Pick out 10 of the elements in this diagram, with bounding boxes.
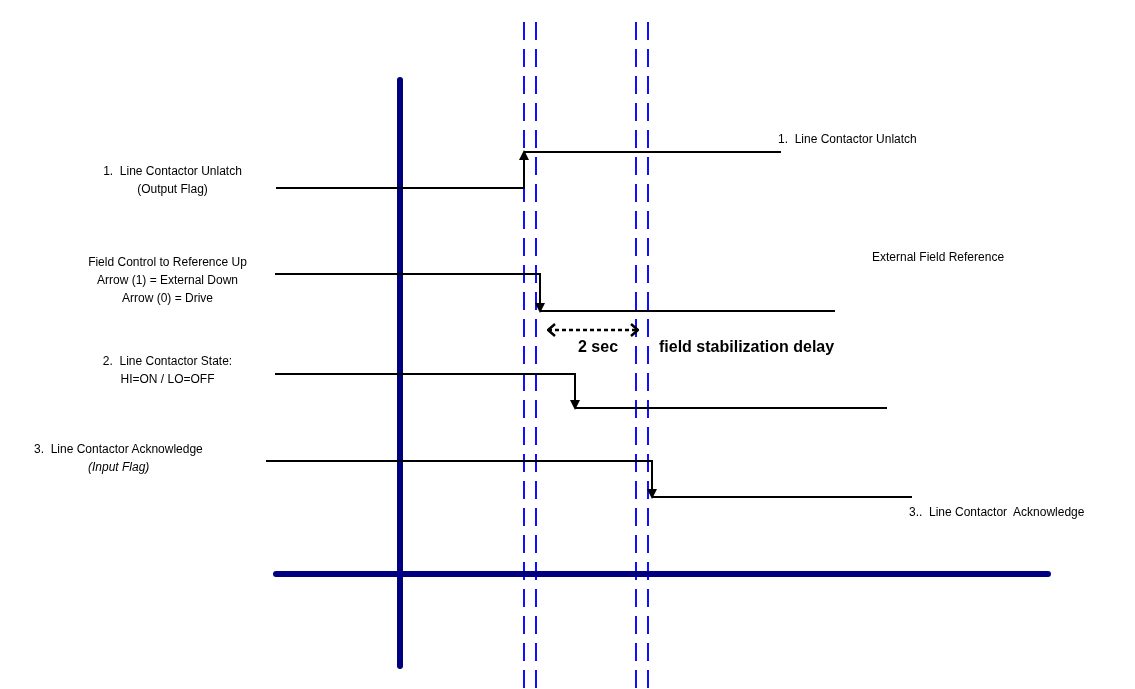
signal-label: 3.. Line Contactor Acknowledge — [909, 504, 1085, 521]
delay-value: 2 sec — [578, 338, 619, 356]
signal-label: Field Control to Reference Up Arrow (1) = External Down Arrow (0) = Drive — [87, 254, 248, 307]
signal-label: 1. Line Contactor Unlatch — [778, 131, 917, 148]
signal-note: (Input Flag) — [88, 459, 150, 476]
delay-label: field stabilization delay — [659, 338, 835, 356]
signal-label: 2. Line Contactor State: HI=ON / LO=OFF — [101, 353, 234, 388]
signal-label: 1. Line Contactor Unlatch (Output Flag) — [102, 163, 243, 198]
signal-label: 3. Line Contactor Acknowledge — [34, 441, 203, 458]
state-label: External Field Reference — [872, 249, 1005, 266]
